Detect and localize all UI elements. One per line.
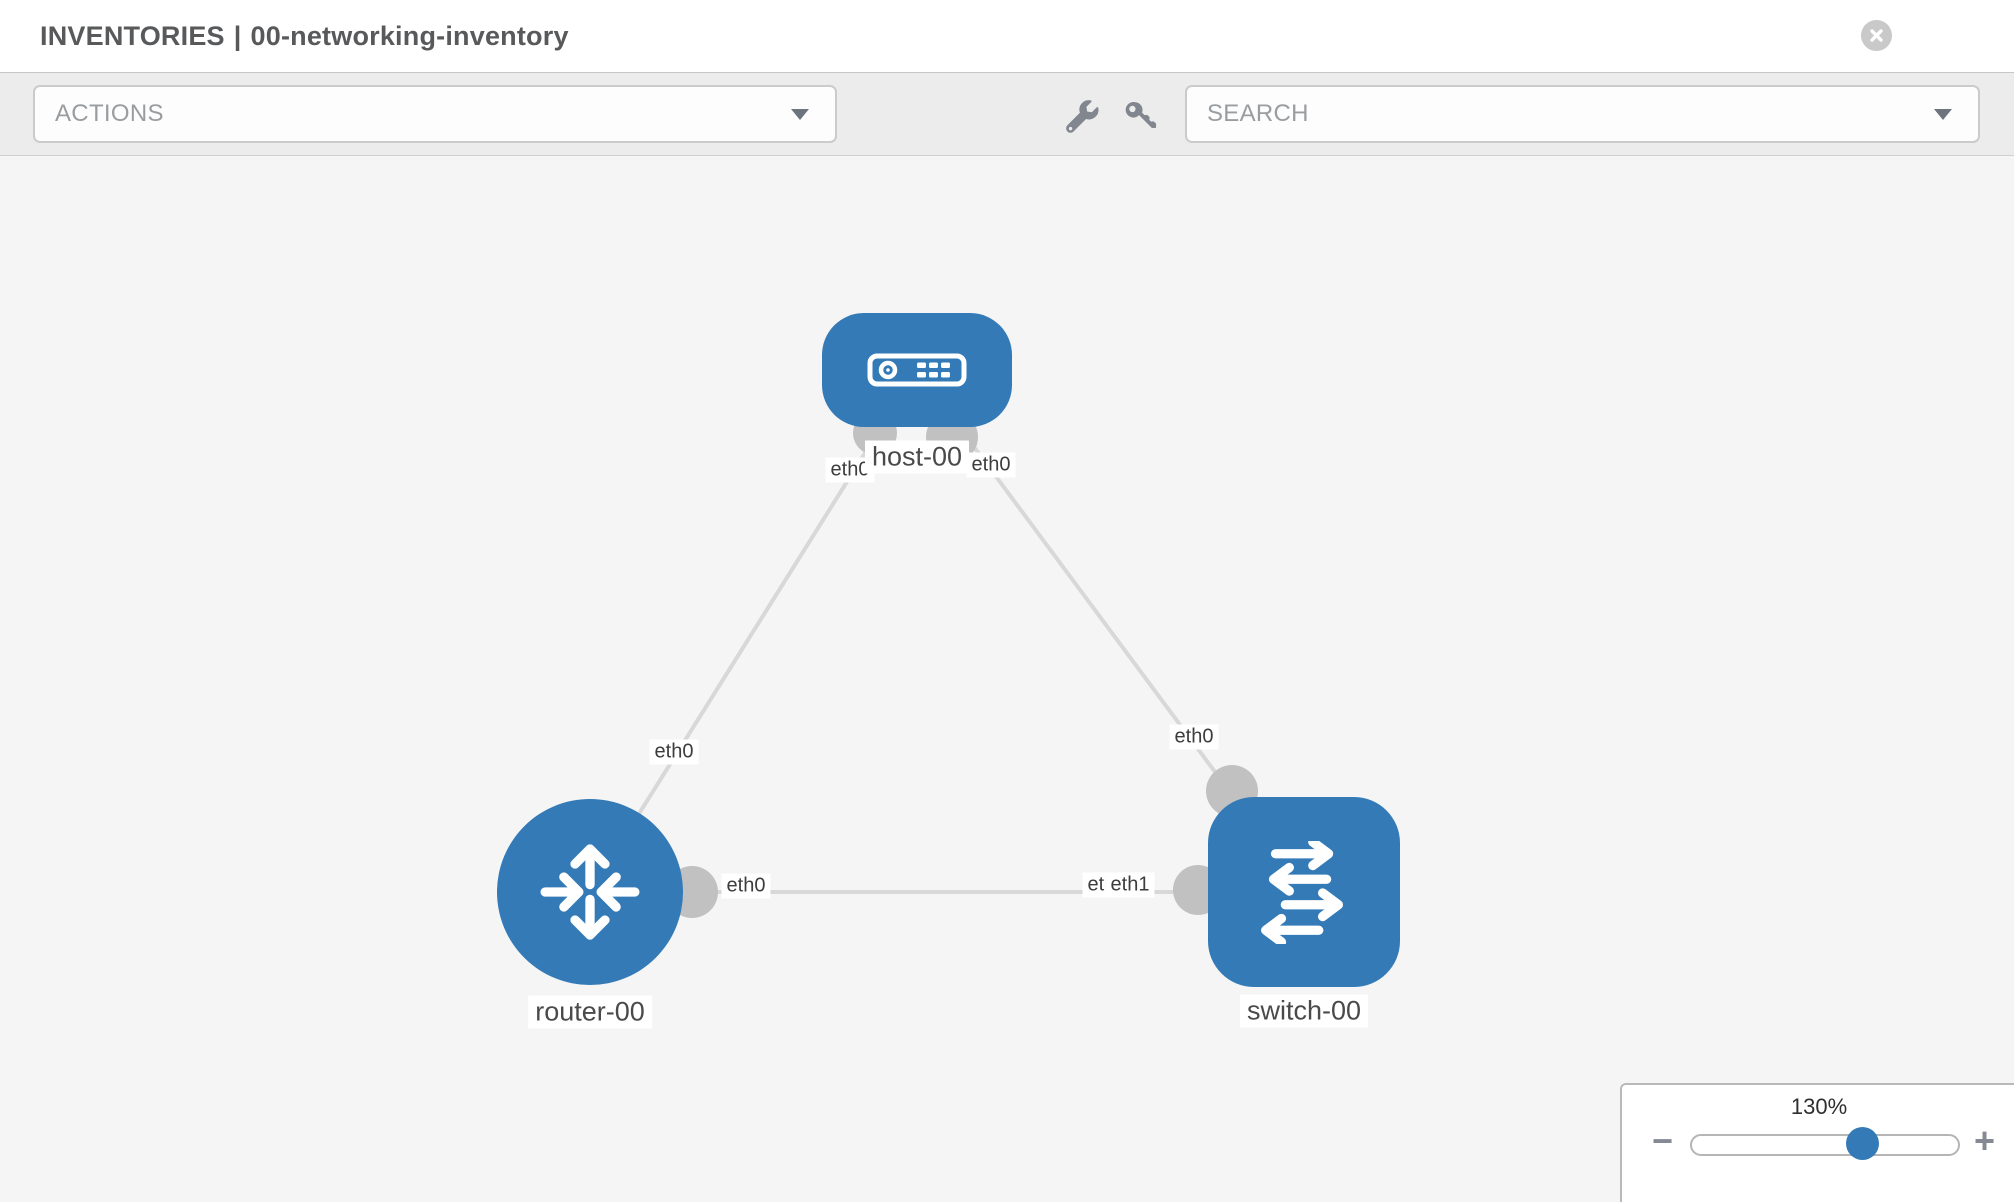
host-icon xyxy=(867,353,967,387)
breadcrumb-section: INVENTORIES xyxy=(40,20,225,51)
node-host-00[interactable] xyxy=(822,313,1012,427)
interface-label-host-switch-switch: eth0 xyxy=(1169,724,1219,750)
interface-label-router-switch-router: eth0 xyxy=(721,873,771,899)
zoom-level: 130% xyxy=(1790,1094,1848,1119)
zoom-panel: 130% − + xyxy=(1620,1083,2014,1202)
node-switch-00[interactable] xyxy=(1208,797,1400,987)
link-host-router[interactable] xyxy=(588,368,919,894)
breadcrumb-separator: | xyxy=(233,20,242,51)
node-label-router-00: router-00 xyxy=(528,995,652,1029)
switch-icon xyxy=(1248,840,1361,944)
interface-label-router-switch-switch: eth1 xyxy=(1105,872,1155,898)
page-title: INVENTORIES | 00-networking-inventory xyxy=(40,0,578,72)
panel-header: INVENTORIES | 00-networking-inventory xyxy=(0,0,2014,72)
node-router-00[interactable] xyxy=(497,799,683,985)
search-dropdown-label: SEARCH xyxy=(1207,100,1309,127)
zoom-out-button[interactable]: − xyxy=(1652,1120,1674,1161)
toolbar: ACTIONS SEARCH xyxy=(0,72,2014,156)
chevron-down-icon xyxy=(1934,109,1952,120)
wrench-icon[interactable] xyxy=(1062,99,1100,137)
close-icon[interactable] xyxy=(1861,20,1892,51)
node-label-host-00: host-00 xyxy=(864,440,970,474)
interface-label-host-router-router: eth0 xyxy=(649,739,699,765)
actions-dropdown-label: ACTIONS xyxy=(55,100,164,127)
actions-dropdown[interactable]: ACTIONS xyxy=(33,85,837,143)
zoom-in-button[interactable]: + xyxy=(1974,1120,1996,1161)
search-dropdown[interactable]: SEARCH xyxy=(1185,85,1980,143)
router-icon xyxy=(534,836,646,948)
topology-canvas[interactable] xyxy=(0,156,2014,1200)
x-glyph xyxy=(1870,29,1883,42)
chevron-down-icon xyxy=(791,109,809,120)
interface-label-host-switch-host: eth0 xyxy=(966,452,1016,478)
node-label-switch-00: switch-00 xyxy=(1239,994,1369,1028)
zoom-slider-handle[interactable] xyxy=(1846,1127,1879,1160)
key-icon[interactable] xyxy=(1121,99,1159,137)
inventory-name: 00-networking-inventory xyxy=(250,20,569,51)
zoom-slider-track[interactable] xyxy=(1690,1134,1960,1156)
